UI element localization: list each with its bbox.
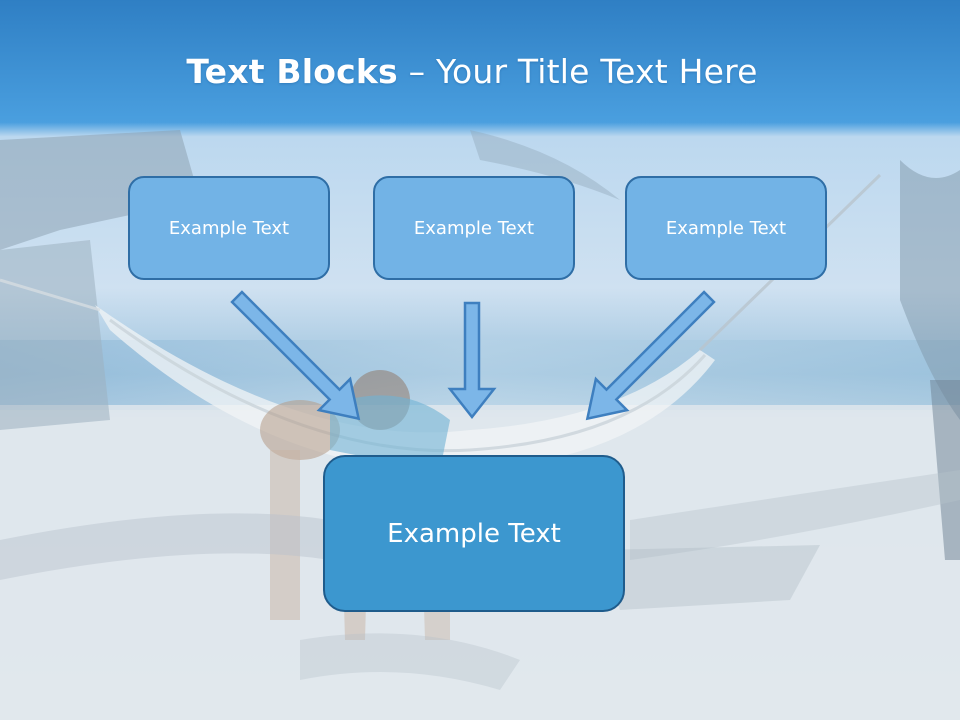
text-block-2[interactable]: Example Text	[373, 176, 575, 280]
text-block-1-label: Example Text	[168, 217, 290, 239]
slide-title: Text Blocks – Your Title Text Here	[0, 52, 944, 91]
target-block-label: Example Text	[387, 518, 561, 549]
text-block-1[interactable]: Example Text	[128, 176, 330, 280]
text-block-2-label: Example Text	[413, 217, 535, 239]
text-block-3[interactable]: Example Text	[625, 176, 827, 280]
title-dash: –	[397, 52, 436, 91]
text-block-3-label: Example Text	[665, 217, 787, 239]
title-rest: Your Title Text Here	[435, 52, 758, 91]
target-block[interactable]: Example Text	[323, 455, 625, 612]
title-bold: Text Blocks	[186, 52, 398, 91]
